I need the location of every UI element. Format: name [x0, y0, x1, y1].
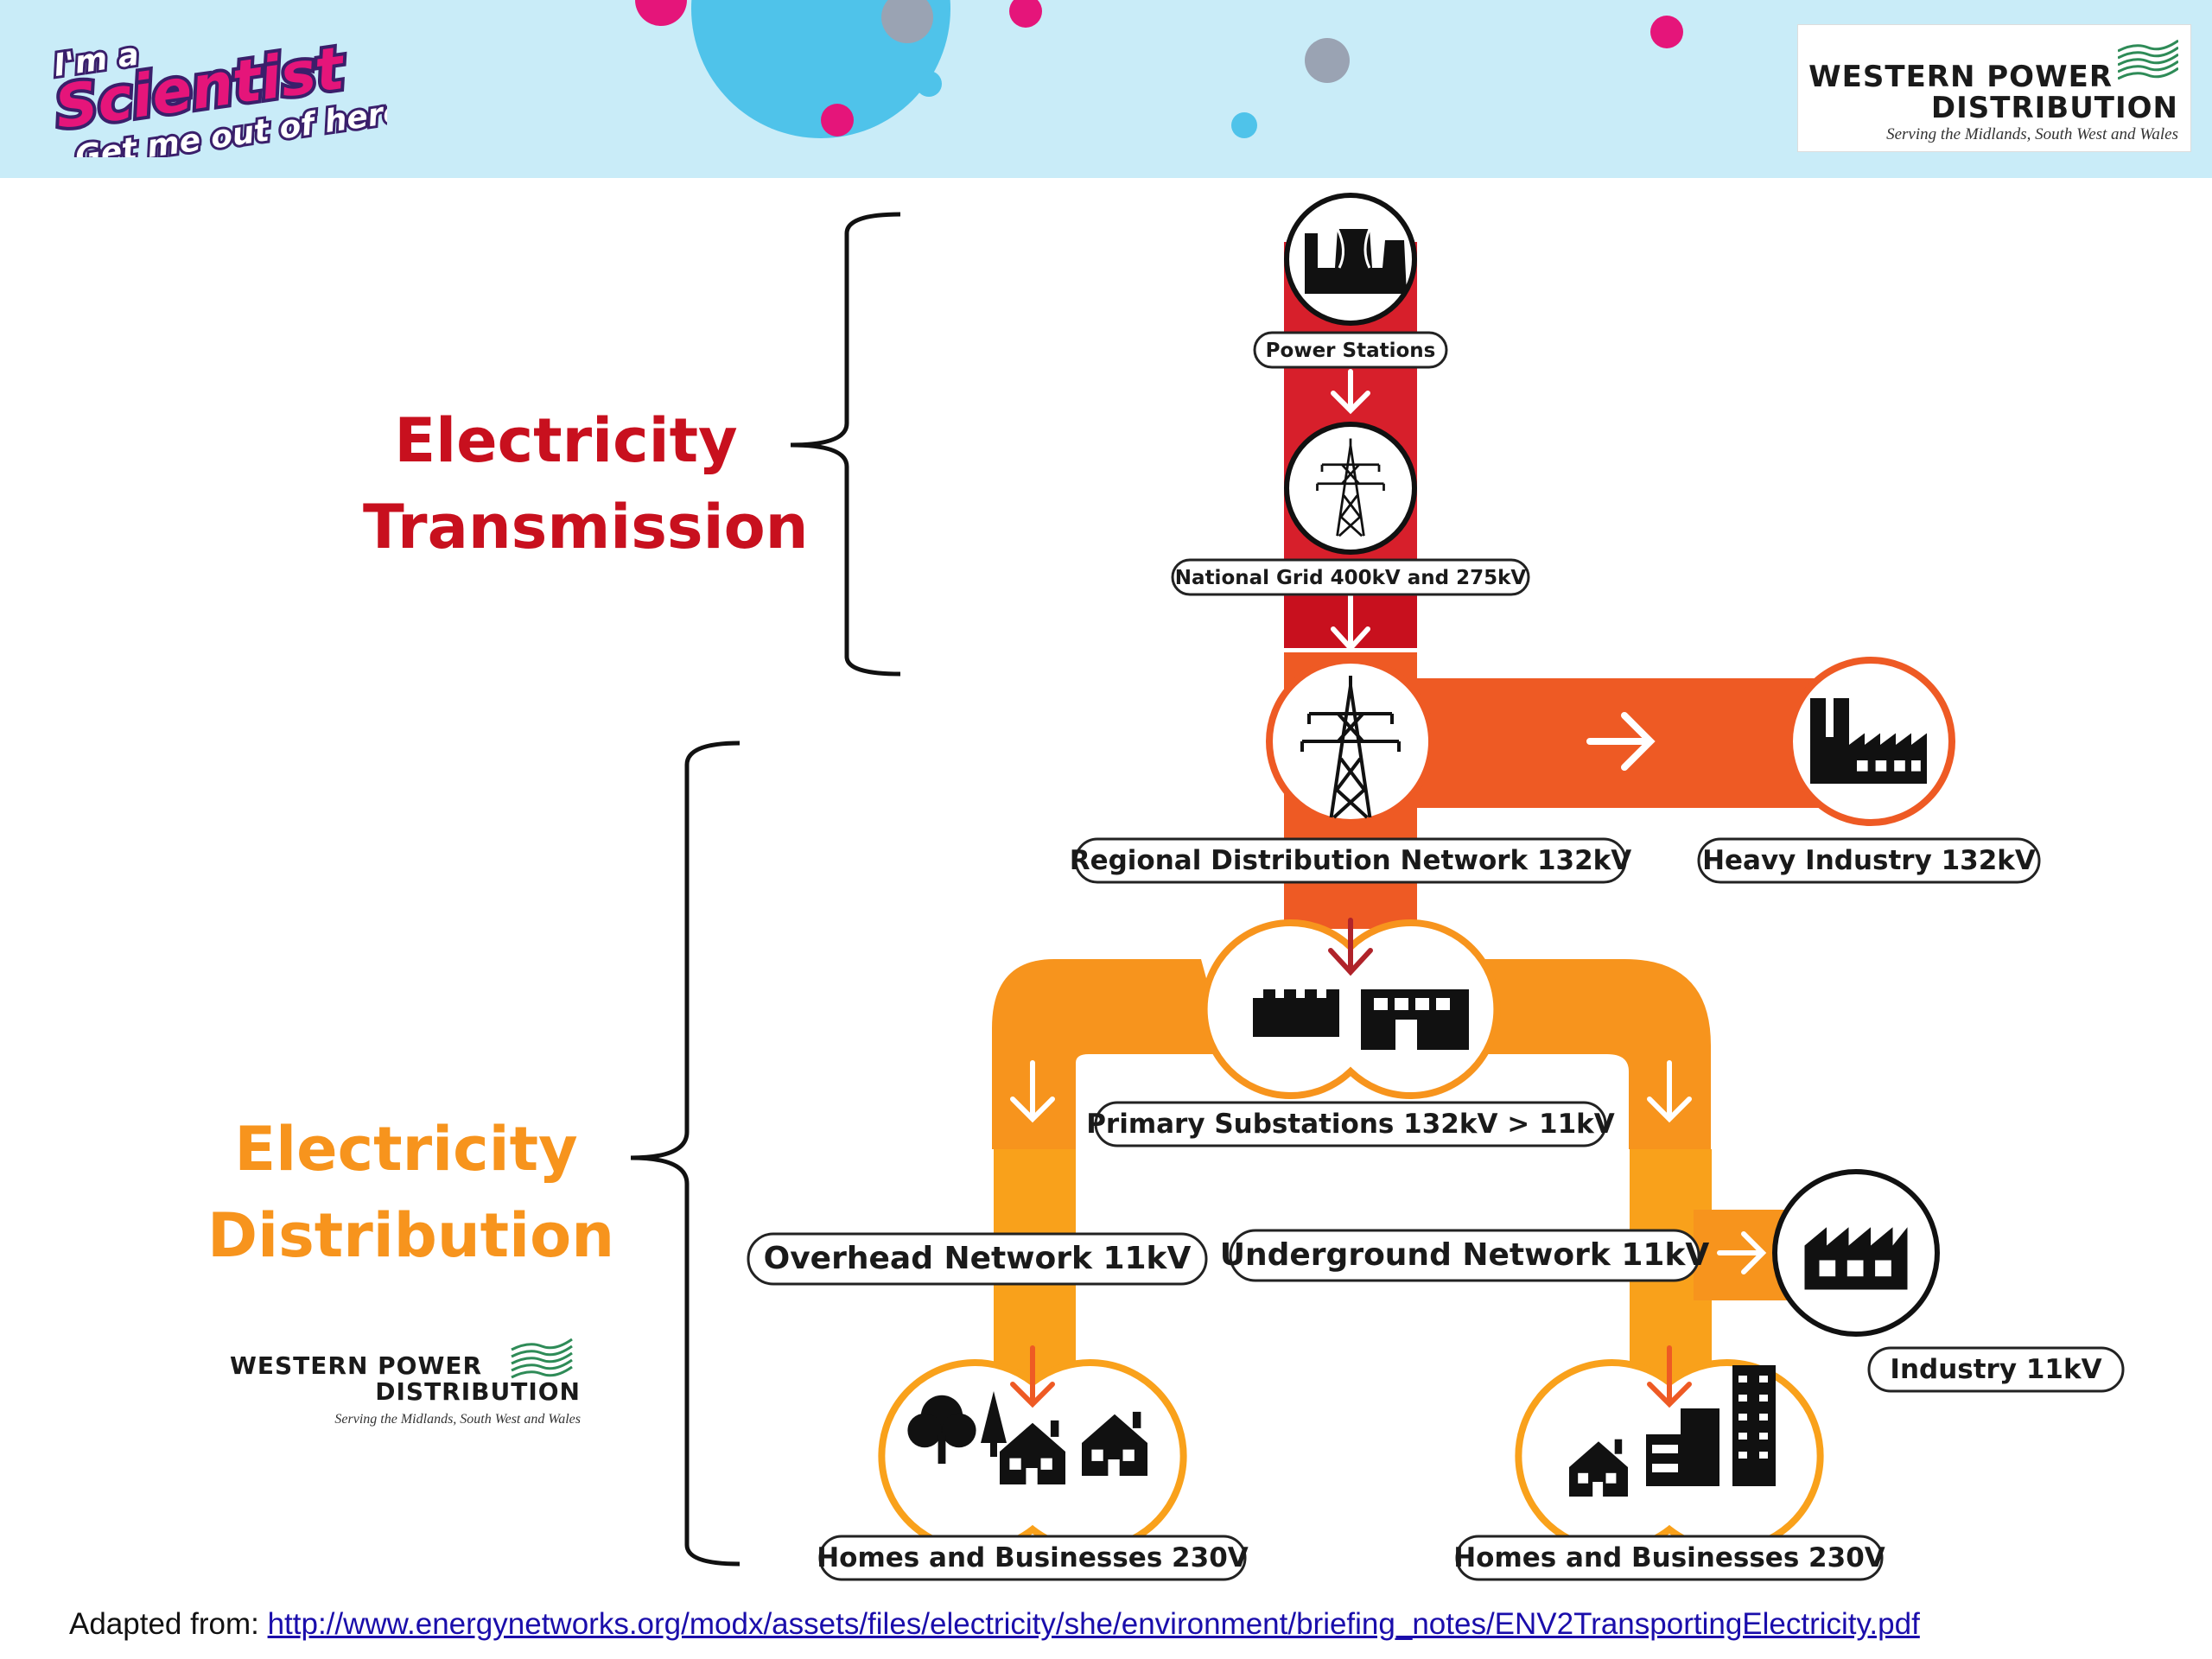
heavy-industry-node[interactable]: Heavy Industry 132kV [1697, 657, 2041, 884]
arrow-down-icon [1647, 1345, 1692, 1408]
wpd-small-tagline: Serving the Midlands, South West and Wal… [334, 1412, 581, 1427]
houses-flats-icon [1569, 1365, 1776, 1497]
wpd-name-line2: DISTRIBUTION [1930, 91, 2178, 125]
western-power-logo-small[interactable]: WESTERN POWER DISTRIBUTION Serving the M… [226, 1331, 589, 1443]
homes-left-label: Homes and Businesses 230V [817, 1542, 1249, 1573]
industry-11kv-label: Industry 11kV [1890, 1354, 2101, 1385]
arrow-right-icon [1717, 1231, 1767, 1274]
underground-network-label: Underground Network 11kV [1220, 1237, 1710, 1273]
national-grid-label: National Grid 400kV and 275kV [1175, 567, 1527, 589]
homes-right-node[interactable]: Homes and Businesses 230V [1453, 1345, 1885, 1581]
arrow-down-icon [1331, 594, 1370, 652]
primary-substations-node[interactable]: Primary Substations 132kV > 11kV [1086, 918, 1615, 1147]
wpd-wave-icon [511, 1338, 573, 1379]
underground-network-node[interactable]: Underground Network 11kV [1220, 1229, 1710, 1282]
source-prefix: Adapted from: [69, 1607, 259, 1641]
regional-network-label: Regional Distribution Network 132kV [1070, 845, 1632, 876]
wpd-wave-icon [2118, 39, 2178, 80]
wpd-small-line2: DISTRIBUTION [375, 1377, 581, 1406]
western-power-logo[interactable]: WESTERN POWER DISTRIBUTION Serving the M… [1797, 24, 2191, 152]
houses-trees-icon [907, 1391, 1147, 1484]
overhead-network-node[interactable]: Overhead Network 11kV [747, 1232, 1208, 1286]
distribution-brace [630, 741, 741, 1567]
transmission-title: Electricity Transmission [363, 405, 809, 563]
wpd-name-line1: WESTERN POWER [1808, 60, 2113, 94]
wpd-tagline: Serving the Midlands, South West and Wal… [1886, 125, 2178, 143]
arrow-down-icon [1010, 1345, 1055, 1408]
homes-left-node[interactable]: Homes and Businesses 230V [817, 1345, 1249, 1581]
source-citation: Adapted from: http://www.energynetworks.… [69, 1607, 1920, 1642]
homes-right-label: Homes and Businesses 230V [1453, 1542, 1885, 1573]
wpd-small-line1: WESTERN POWER [230, 1351, 483, 1380]
industry-11kv-node[interactable]: Industry 11kV [1772, 1169, 2125, 1393]
arrow-down-icon [1331, 369, 1370, 415]
factory-icon [1804, 1227, 1908, 1290]
substation-icon [1253, 989, 1469, 1050]
arrow-right-icon [1586, 712, 1656, 771]
power-station-icon [1305, 228, 1407, 294]
im-a-scientist-logo[interactable]: I'm a Scientist Get me out of here [50, 19, 387, 157]
regional-network-node[interactable]: Regional Distribution Network 132kV [1070, 657, 1632, 884]
underground-branch-flow [1452, 959, 1711, 1149]
source-link[interactable]: http://www.energynetworks.org/modx/asset… [267, 1607, 1920, 1641]
arrow-down-icon [1647, 1060, 1692, 1123]
distribution-title: Electricity Distribution [207, 1114, 615, 1271]
arrow-down-icon [1328, 918, 1373, 976]
transmission-brace [790, 212, 901, 677]
primary-substations-label: Primary Substations 132kV > 11kV [1086, 1109, 1615, 1140]
power-stations-label: Power Stations [1266, 340, 1436, 362]
header-banner: I'm a Scientist Get me out of here WESTE… [0, 0, 2212, 178]
power-stations-node[interactable]: Power Stations [1253, 193, 1448, 369]
overhead-network-label: Overhead Network 11kV [764, 1241, 1192, 1276]
arrow-down-icon [1010, 1060, 1055, 1123]
heavy-industry-label: Heavy Industry 132kV [1702, 845, 2036, 876]
national-grid-node[interactable]: National Grid 400kV and 275kV [1171, 422, 1530, 596]
